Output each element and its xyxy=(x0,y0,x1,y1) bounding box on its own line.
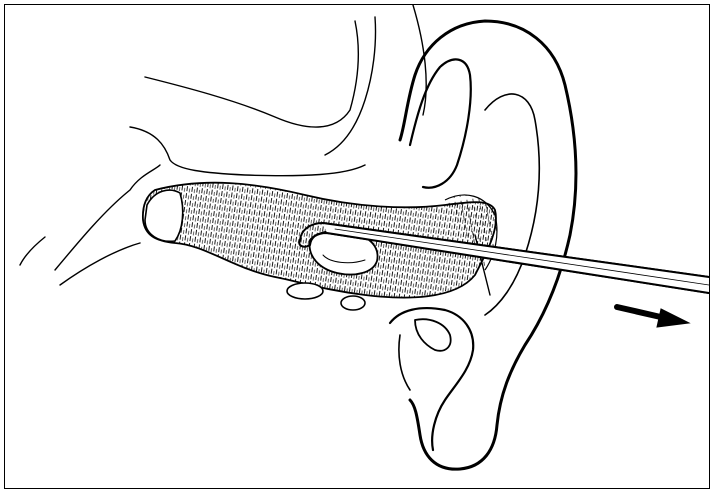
ear-canal-illustration xyxy=(5,5,709,488)
illustration-frame xyxy=(4,4,710,489)
arrow-right-icon xyxy=(617,307,689,327)
